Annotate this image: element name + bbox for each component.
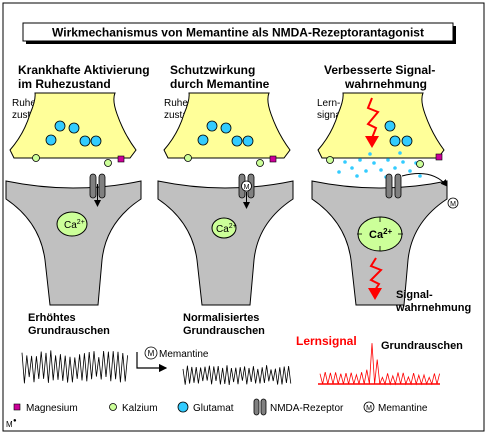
nmda-receptor-left: [385, 173, 393, 199]
legend-calcium-label: Kalzium: [122, 403, 158, 414]
legend-memantine-symbol: M: [366, 405, 372, 412]
panel3-ca-label: Ca2+: [369, 227, 393, 241]
noise-waveform-high: [21, 350, 128, 384]
panel2-caption-line1: Normalisiertes: [183, 312, 259, 324]
corner-mark-glyph: ●: [13, 418, 17, 424]
glutamate-vesicle: [54, 120, 66, 132]
nmda-receptor-left: [89, 173, 97, 199]
panel3-state-label-line1: Lern-: [317, 98, 340, 109]
memantine-blocker: [241, 180, 252, 192]
panel1-synapse: Ca2+: [5, 92, 142, 306]
glutamate-vesicle: [401, 135, 413, 147]
legend-glutamate-label: Glutamat: [193, 403, 234, 414]
panel2-ca-label: Ca2+: [216, 223, 237, 235]
panel2-caption-line2: Grundrauschen: [183, 325, 265, 337]
magnesium-ion: [117, 155, 125, 163]
memantine-released-symbol: M: [450, 201, 456, 208]
magnesium-ion: [435, 153, 443, 161]
legend-magnesium-label: Magnesium: [26, 403, 78, 414]
panel3-caption-line2: wahrnehmung: [395, 302, 471, 314]
panel2-heading-line2: durch Memantine: [170, 77, 270, 91]
panel3-synapse: Ca2+ M: [311, 92, 459, 306]
panel3-heading-line1: Verbesserte Signal-: [324, 63, 435, 77]
noise-waveform-signal: [319, 343, 440, 386]
panel1-ca-label: Ca2+: [64, 219, 85, 231]
panel3-state-label-line2: signal: [317, 110, 343, 121]
legend-memantine-label: Memantine: [378, 403, 428, 414]
panel2-heading-line1: Schutzwirkung: [170, 63, 255, 77]
signal-arrowhead-lower: [368, 288, 382, 300]
calcium-ion: [326, 156, 334, 164]
panel2-state-label-line2: zustand: [164, 110, 199, 121]
glutamate-vesicle: [242, 135, 254, 147]
calcium-ion: [256, 159, 264, 167]
calcium-ion: [416, 160, 424, 168]
memantine-arrow-symbol-circle: [144, 346, 158, 360]
corner-mark: M: [6, 420, 13, 429]
signal-bolt-lower: [369, 257, 383, 291]
legend-calcium-swatch: [109, 403, 117, 411]
nmda-receptor-right: [98, 173, 106, 199]
noise-waveform-normal: [182, 365, 292, 385]
panel2-synapse: Ca2+ M: [157, 92, 294, 306]
calcium-ion: [184, 154, 192, 162]
memantine-arrow-symbol: M: [148, 349, 155, 358]
memantine-transition-arrow: [136, 352, 168, 373]
panel1-heading-line2: im Ruhezustand: [18, 77, 111, 91]
memantine-exit-arrow: [401, 173, 448, 187]
panel2-ca-circle: [211, 217, 237, 239]
panel2-state-label-line1: Ruhe-: [164, 98, 191, 109]
calcium-ion: [104, 159, 112, 167]
lernsignal-label: Lernsignal: [296, 334, 357, 348]
legend-receptor-swatch-right: [260, 398, 267, 416]
panel1-caption-line1: Erhöhtes: [28, 312, 76, 324]
calcium-ion: [32, 154, 40, 162]
panel1-heading-line1: Krankhafte Aktivierung: [18, 63, 150, 77]
lernsignal-arrowhead-upper: [365, 136, 379, 148]
memantine-released: [447, 197, 459, 209]
lernsignal-bolt-upper: [366, 97, 380, 139]
glutamate-vesicle: [79, 135, 91, 147]
legend-memantine-swatch: [363, 401, 375, 413]
legend-receptor-label: NMDA-Rezeptor: [270, 403, 344, 414]
grundrauschen-label: Grundrauschen: [381, 340, 463, 352]
nmda-receptor-right: [394, 173, 402, 199]
glutamate-vesicle: [384, 120, 396, 132]
title-box: [22, 22, 454, 42]
glutamate-vesicle: [90, 135, 102, 147]
memantine-arrow-label: Memantine: [159, 349, 209, 360]
legend-receptor-swatch-left: [253, 398, 260, 416]
panel2-postsynapse: [157, 180, 294, 306]
glutamate-vesicle: [389, 135, 401, 147]
memantine-blocker-symbol: M: [244, 184, 250, 191]
legend-glutamate-swatch: [177, 401, 189, 413]
glutamate-vesicle: [220, 122, 232, 134]
diagram-title: Wirkmechanismus von Memantine als NMDA-R…: [52, 26, 424, 40]
panel1-caption-line2: Grundrauschen: [28, 325, 110, 337]
legend-magnesium-swatch: [13, 403, 21, 411]
glutamate-vesicle: [45, 134, 57, 146]
glutamate-vesicle: [68, 122, 80, 134]
magnesium-ion: [269, 155, 277, 163]
panel3-caption-line1: Signal-: [396, 289, 433, 301]
panel1-ca-circle: [56, 211, 88, 237]
panel3-heading-line2: wahrnehmung: [344, 77, 427, 91]
glutamate-vesicle: [231, 135, 243, 147]
panel1-state-label-line1: Ruhe-: [12, 98, 39, 109]
glutamate-vesicle: [206, 120, 218, 132]
glutamate-vesicle: [197, 134, 209, 146]
panel1-postsynapse: [5, 180, 142, 306]
